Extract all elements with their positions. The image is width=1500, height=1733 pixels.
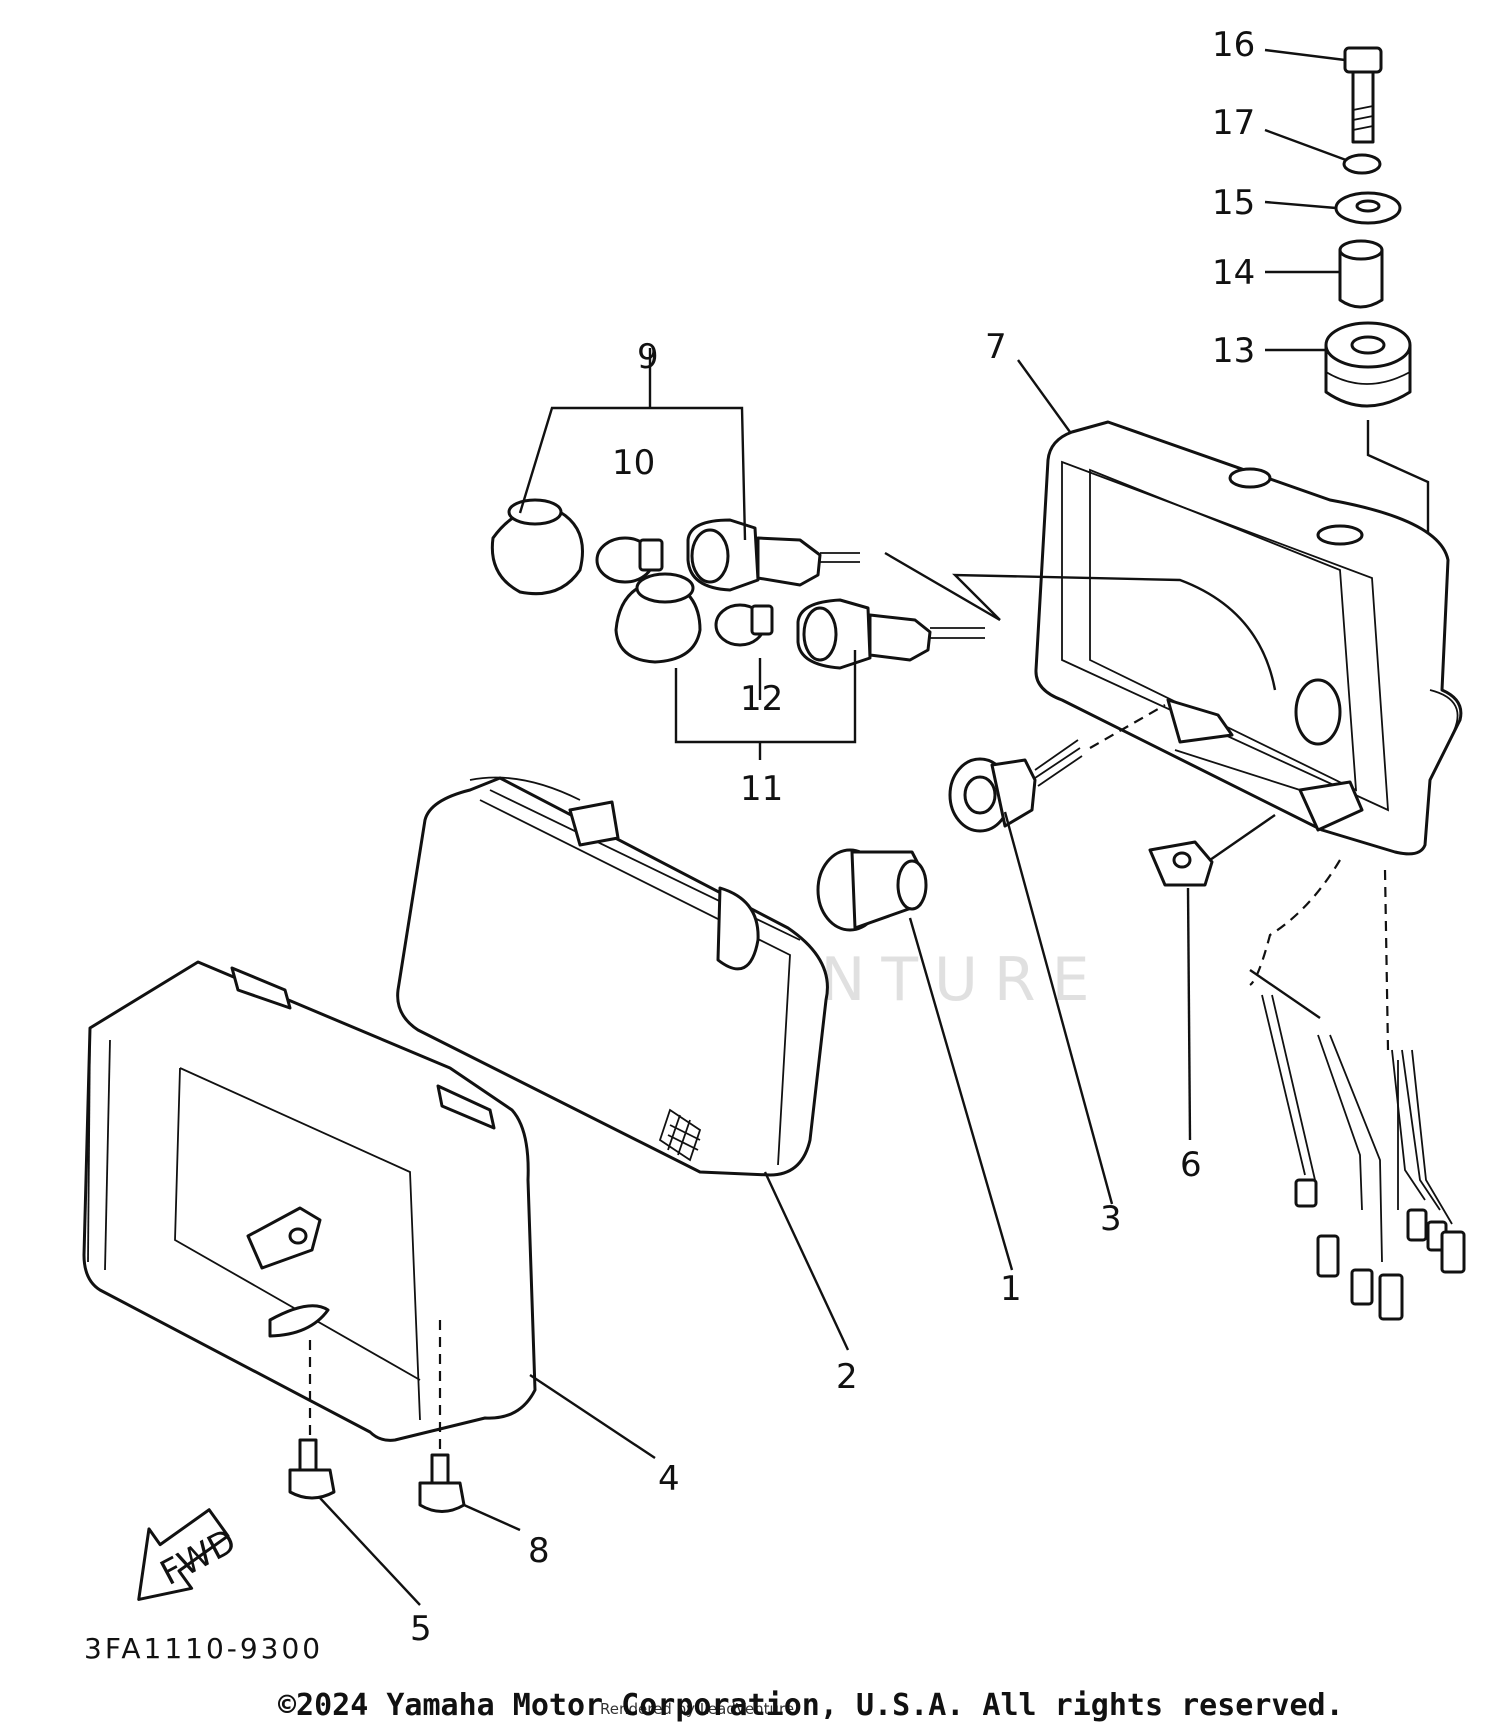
fwd-arrow: FWD <box>137 1508 243 1601</box>
callout-4: 4 <box>658 1459 680 1499</box>
callout-15: 15 <box>1212 183 1255 223</box>
wiring-harness <box>1249 859 1466 1321</box>
rendered-by-text: Rendered by LeadVenture <box>600 1700 795 1718</box>
callout-14: 14 <box>1212 253 1255 293</box>
copyright-notice: ©2024 Yamaha Motor Corporation, U.S.A. A… <box>278 1688 1344 1723</box>
headlight-unit-part-2 <box>396 776 829 1177</box>
nut-clip-part-6 <box>1148 840 1214 887</box>
callout-2: 2 <box>836 1357 858 1397</box>
collar-part-14 <box>1338 239 1384 309</box>
callout-13: 13 <box>1212 331 1255 371</box>
bolt-part-16 <box>1343 46 1383 144</box>
callout-5: 5 <box>410 1609 432 1649</box>
callout-11: 11 <box>740 769 783 809</box>
callout-16: 16 <box>1212 25 1255 65</box>
bulb-part-1 <box>816 848 928 932</box>
callout-8: 8 <box>528 1531 550 1571</box>
headlight-rim-part-4 <box>82 960 537 1442</box>
callout-12: 12 <box>740 679 783 719</box>
callout-6: 6 <box>1180 1145 1202 1185</box>
callout-10: 10 <box>612 443 655 483</box>
bulb-socket-set-parts-9-12 <box>490 348 1277 760</box>
screw-part-5 <box>288 1438 336 1500</box>
headlight-housing-part-7 <box>1034 420 1463 856</box>
callout-17: 17 <box>1212 103 1255 143</box>
grommet-part-13 <box>1324 321 1412 408</box>
bulb-holder-part-3 <box>948 739 1083 833</box>
drawing-code: 3FA1110-9300 <box>84 1632 324 1665</box>
lock-washer-part-17 <box>1342 153 1382 175</box>
screw-part-8 <box>418 1453 466 1513</box>
bulb-axis-line <box>1089 704 1166 749</box>
washer-part-15 <box>1334 191 1402 225</box>
callout-1: 1 <box>1000 1269 1022 1309</box>
leader-lines <box>319 48 1347 1606</box>
callout-3: 3 <box>1100 1199 1122 1239</box>
callout-7: 7 <box>985 327 1007 367</box>
callout-9: 9 <box>637 337 659 377</box>
callout-labels: 16 17 15 14 13 7 9 10 12 11 1 3 6 2 4 5 … <box>410 25 1255 1649</box>
